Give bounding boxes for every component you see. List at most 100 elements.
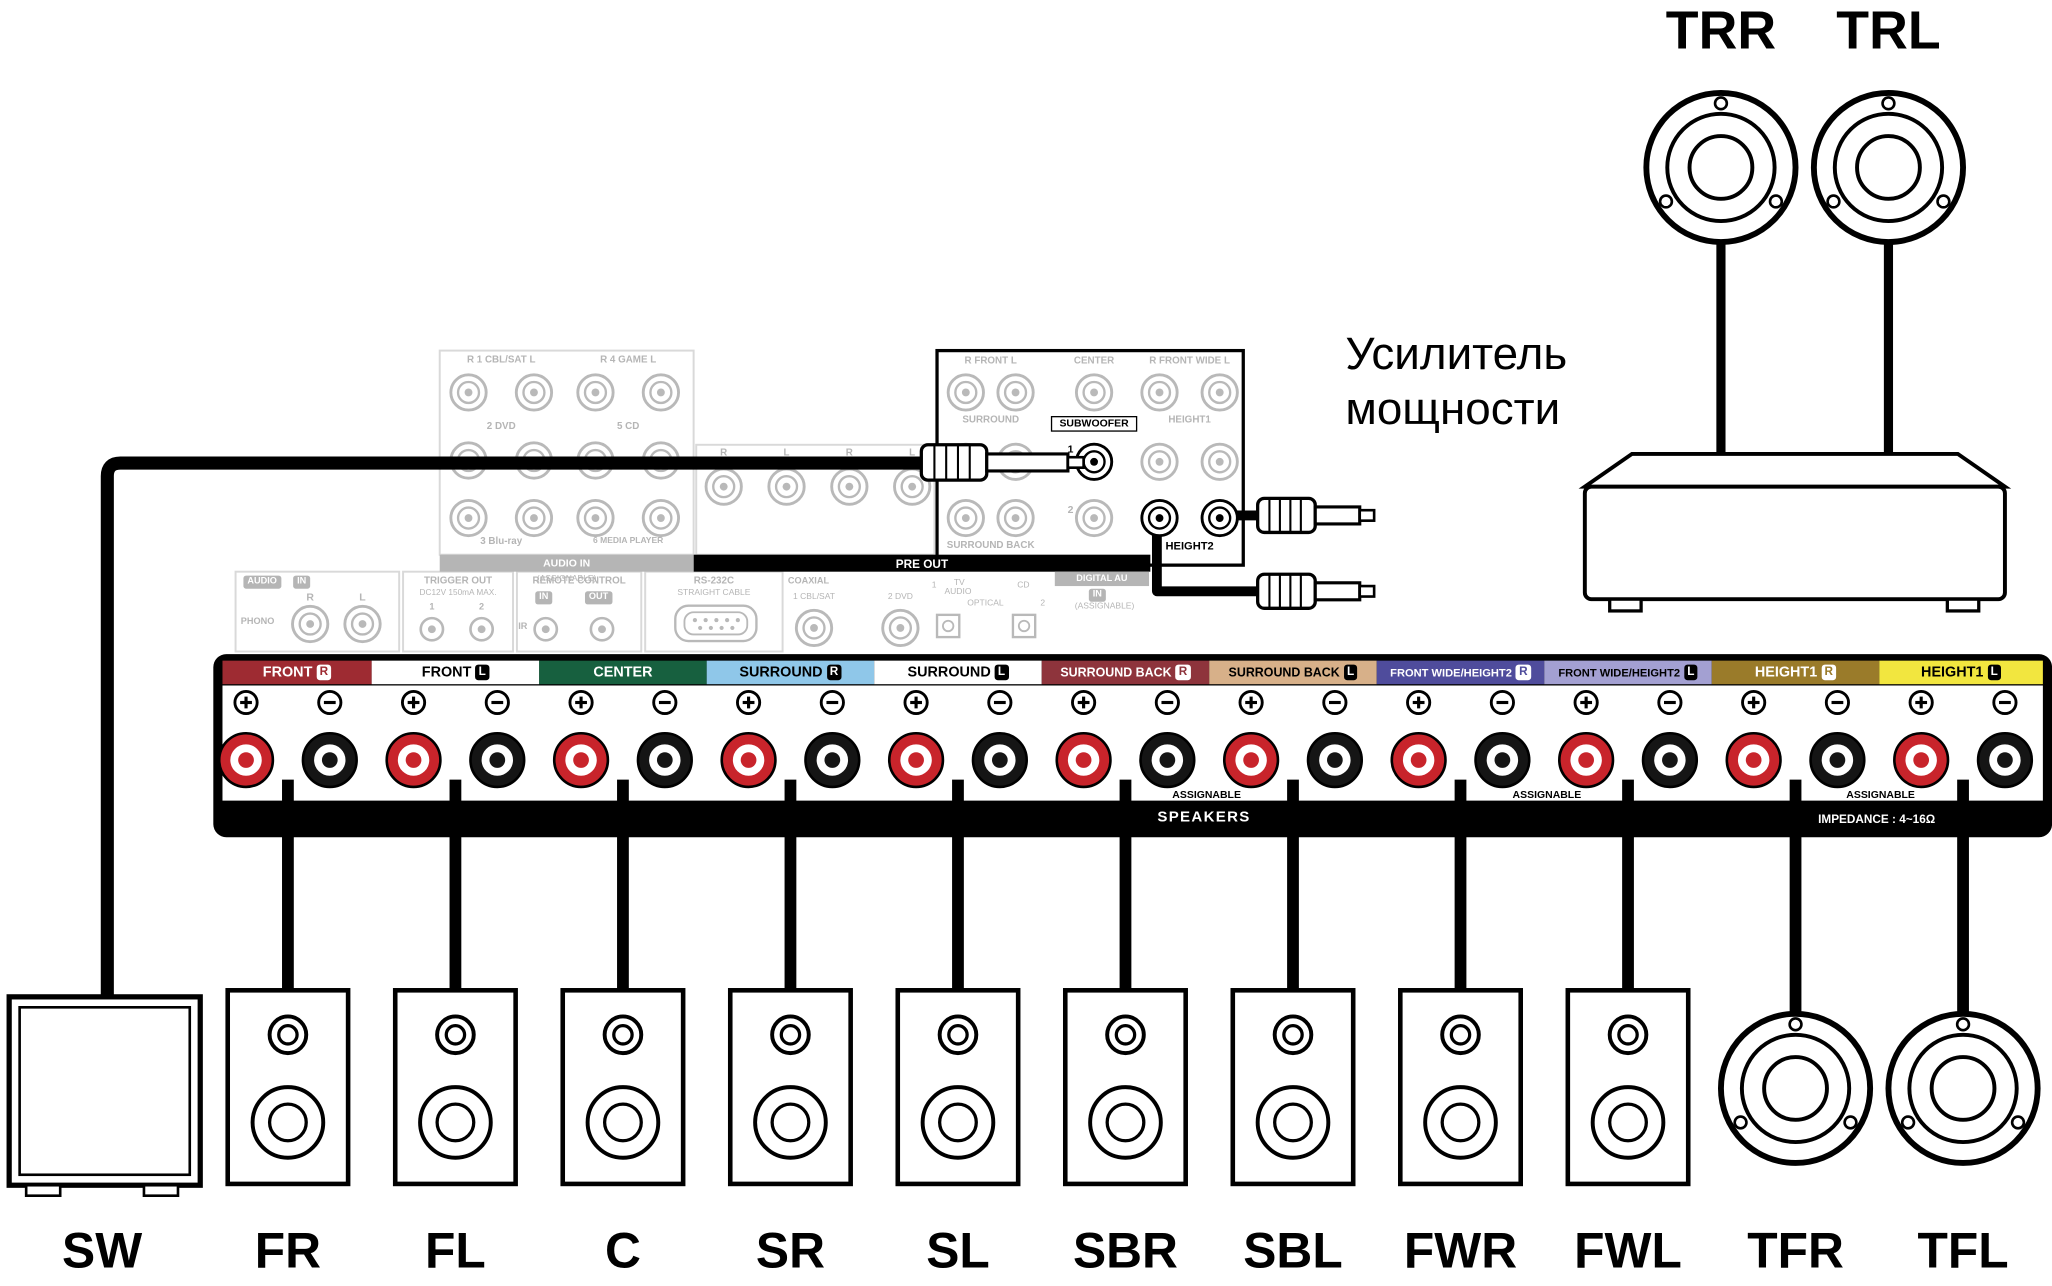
remote-out-tag: OUT <box>584 591 613 605</box>
speaker-tfr <box>1717 1010 1874 1166</box>
coax1-label: 1 CBL/SAT <box>793 592 835 602</box>
preout-bar: PRE OUT <box>693 554 1151 572</box>
preout-front-wide-label: R FRONT WIDE L <box>1149 354 1230 367</box>
cd-label: CD <box>1017 580 1030 590</box>
trigger-1-label: 1 <box>429 603 435 613</box>
terminal-group-name: FRONT WIDE/HEIGHT2 <box>1390 665 1512 679</box>
terminal-group-header-3: CENTER <box>539 660 707 685</box>
in-tag: IN <box>293 575 311 589</box>
speaker-label-tfl: TFL <box>1917 1224 2009 1280</box>
terminal-group-side-letter: L <box>1987 664 2002 680</box>
speaker-label-sbl: SBL <box>1243 1224 1343 1280</box>
preout-l-letter: L <box>909 446 916 458</box>
phono-r-letter: R <box>306 591 314 604</box>
terminal-group-name: SURROUND <box>739 664 823 681</box>
terminal-group-side-letter: L <box>1683 664 1698 680</box>
speaker-label-fl: FL <box>425 1224 486 1280</box>
speaker-tfl <box>1885 1010 2041 1166</box>
binding-posts <box>217 689 2034 789</box>
terminal-group-side-letter: R <box>1515 664 1531 680</box>
assignable-label: ASSIGNABLE <box>1512 788 1582 801</box>
coaxial-label: COAXIAL <box>787 576 830 587</box>
speaker-label-fwl: FWL <box>1574 1224 1682 1280</box>
speaker-sl <box>895 988 1021 1187</box>
preout-height1-label: HEIGHT1 <box>1168 413 1211 426</box>
input-cblsat-label: R 1 CBL/SAT L <box>466 353 536 365</box>
digital-assignable-label: (ASSIGNABLE) <box>1074 601 1135 611</box>
tv-audio-label: AUDIO <box>944 587 972 597</box>
remote-in-tag: IN <box>535 591 553 605</box>
speaker-fwl <box>1565 988 1691 1187</box>
terminal-group-name: FRONT WIDE/HEIGHT2 <box>1558 665 1681 679</box>
preout-r-letter: R <box>845 446 853 458</box>
speaker-c <box>560 988 686 1187</box>
tv-label: TV <box>953 578 965 588</box>
terminal-group-side-letter: R <box>1821 664 1837 680</box>
audio-in-bar: AUDIO IN <box>439 554 694 572</box>
terminal-group-side-letter: R <box>316 664 332 680</box>
phono-l-letter: L <box>359 591 366 604</box>
speaker-label-trl: TRL <box>1836 0 1941 61</box>
speaker-label-tfr: TFR <box>1747 1224 1844 1280</box>
terminal-group-name: HEIGHT1 <box>1754 664 1818 681</box>
preout-subwoofer-jack1-label: 1 <box>1067 443 1074 456</box>
terminal-group-name: SURROUND <box>907 664 991 681</box>
preout-subwoofer-jack2-label: 2 <box>1067 503 1074 516</box>
speaker-label-c: C <box>604 1224 641 1280</box>
terminal-group-name: SURROUND BACK <box>1060 665 1172 680</box>
terminal-group-side-letter: L <box>475 664 490 680</box>
impedance-label: IMPEDANCE : 4~16Ω <box>1818 812 1936 826</box>
speaker-fl <box>392 988 518 1187</box>
speaker-label-sbr: SBR <box>1072 1224 1178 1280</box>
amp-caption: Усилитель мощности <box>1345 327 1567 437</box>
coax2-label: 2 DVD <box>887 592 913 602</box>
ir-label: IR <box>518 622 528 632</box>
terminal-group-name: CENTER <box>593 664 653 681</box>
terminal-group-side-letter: L <box>994 664 1009 680</box>
speaker-label-trr: TRR <box>1665 0 1777 61</box>
preout-surround-label: SURROUND <box>962 413 1020 426</box>
rs232c-label: RS-232C <box>693 574 735 587</box>
height2-cable-1 <box>1151 518 1258 597</box>
audio-in-assignable-label: (ASSIGNABLE) <box>536 574 597 584</box>
subwoofer-cable <box>100 456 924 1003</box>
speakers-bar-label: SPEAKERS <box>1157 809 1251 826</box>
input-bluray-label: 3 Blu-ray <box>480 535 523 547</box>
speaker-label-sr: SR <box>755 1224 825 1280</box>
preout-l-letter: L <box>783 446 790 458</box>
assignable-label: ASSIGNABLE <box>1172 788 1241 801</box>
speaker-fr <box>225 988 351 1187</box>
speaker-trl <box>1810 89 1966 245</box>
rca-plug-height2-1 <box>1256 496 1376 535</box>
preout-r-letter: R <box>720 446 728 458</box>
remote-control-label: REMOTE CONTROL <box>532 574 626 587</box>
trigger-spec-label: DC12V 150mA MAX. <box>419 588 497 598</box>
straight-cable-label: STRAIGHT CABLE <box>677 588 751 598</box>
trigger-out-label: TRIGGER OUT <box>423 574 493 587</box>
phono-label: PHONO <box>240 617 275 627</box>
power-amplifier <box>1578 451 2012 613</box>
optical-label: OPTICAL <box>967 599 1004 609</box>
speaker-fwr <box>1398 988 1523 1187</box>
terminal-group-name: FRONT <box>262 664 313 681</box>
preout-center-label: CENTER <box>1073 354 1115 367</box>
speaker-label-fr: FR <box>254 1224 322 1280</box>
speaker-label-sw: SW <box>62 1224 143 1280</box>
speaker-sbl <box>1230 988 1356 1187</box>
subwoofer-rca-plug <box>919 443 1085 482</box>
rca-plug-height2-2 <box>1256 572 1376 610</box>
input-cd-label: 5 CD <box>616 419 640 432</box>
assignable-label: ASSIGNABLE <box>1846 788 1915 801</box>
